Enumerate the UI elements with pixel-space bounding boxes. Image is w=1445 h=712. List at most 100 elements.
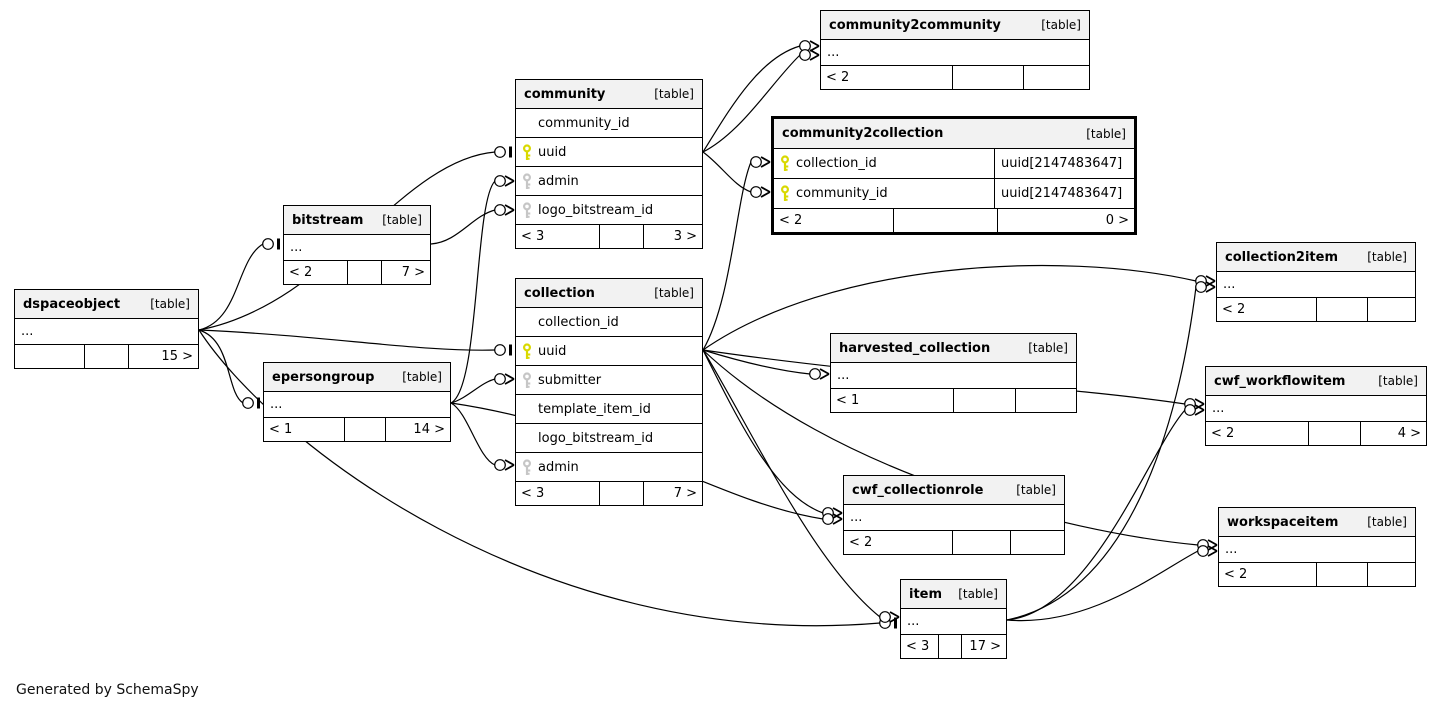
hidden-columns-row: ... [284,235,430,261]
footer-middle-cell [1317,563,1368,586]
table-name: item [909,586,943,602]
child-count-cell: 17 > [969,639,1001,654]
table-node-community2collection[interactable]: community2collection[table] collection_i… [771,116,1137,235]
table-node-community2community[interactable]: community2community[table]...< 2 [820,10,1090,90]
primary-key-icon [774,185,796,202]
footer-middle-cell [345,418,386,441]
footer-middle-cell [894,209,998,232]
hidden-columns-row: ... [901,609,1006,635]
table-type-badge: [table] [1367,250,1407,264]
footer-middle-cell [600,482,644,505]
one-end-bar-icon [277,238,280,250]
column-name: community_id [796,186,888,201]
table-footer: < 2 [1217,298,1415,321]
hidden-columns-ellipsis: ... [1225,542,1238,557]
primary-key-icon [516,342,538,360]
relationship-line [198,243,264,331]
relationship-line [702,151,752,193]
one-end-bar-icon [509,146,512,158]
table-header[interactable]: community2community [table] [821,11,1089,40]
relationship-item-to-workspaceitem [1006,545,1218,622]
table-header[interactable]: dspaceobject[table] [15,290,198,319]
table-type-badge: [table] [1041,18,1081,32]
hidden-columns-ellipsis: ... [21,324,34,339]
primary-key-icon [774,155,796,172]
column-row-admin: admin [516,167,702,196]
column-name: collection_id [538,314,619,330]
column-row-collection_id: collection_id [516,308,702,337]
footer-middle-cell [1309,422,1361,445]
table-node-cwf_collectionrole[interactable]: cwf_collectionrole[table]...< 2 [843,475,1065,555]
relationship-line [198,329,881,627]
footer-middle-cell [953,66,1024,89]
table-header[interactable]: item[table] [901,580,1006,609]
table-name: community2community [829,17,1001,33]
table-header[interactable]: community2collection[table] [774,119,1134,149]
table-header[interactable]: cwf_collectionrole[table] [844,476,1064,505]
relationship-collection.uuid-to-item [702,349,900,623]
relationship-line [198,329,496,351]
endpoint-circle-icon [494,175,506,187]
column-type: uuid[2147483647] [994,149,1134,178]
hidden-columns-ellipsis: ... [907,614,920,629]
parent-count-cell: < 2 [821,66,953,89]
relationship-epersongroup-to-collection.submitter [450,373,515,404]
table-node-item[interactable]: item[table]... < 3 17 > [900,579,1007,659]
crowfoot-arrow-icon [504,373,515,385]
child-count-cell: 7 > [673,486,697,501]
table-header[interactable]: cwf_workflowitem[table] [1206,367,1426,396]
parent-count-cell: < 2 [1217,298,1317,321]
column-name: admin [538,459,579,475]
table-node-collection2item[interactable]: collection2item[table]...< 2 [1216,242,1416,322]
hidden-columns-row: ... [831,363,1076,389]
table-header[interactable]: workspaceitem[table] [1219,508,1415,537]
column-name: logo_bitstream_id [538,202,654,218]
table-node-collection[interactable]: collection[table]collection_id uuid subm… [515,278,703,506]
column-row-template_item_id: template_item_id [516,395,702,424]
table-footer: 15 > [15,345,198,368]
table-name: epersongroup [272,369,375,385]
relationship-line [450,402,496,466]
table-type-badge: [table] [1367,515,1407,529]
table-header[interactable]: collection[table] [516,279,702,308]
table-node-workspaceitem[interactable]: workspaceitem[table]...< 2 [1218,507,1416,587]
parent-count-cell: < 2 [284,261,348,284]
table-header[interactable]: harvested_collection[table] [831,334,1076,363]
table-node-dspaceobject[interactable]: dspaceobject[table]... 15 > [14,289,199,369]
column-row-logo_bitstream_id: logo_bitstream_id [516,424,702,453]
column-type: uuid[2147483647] [994,179,1134,208]
parent-count-cell: < 2 [774,209,894,232]
table-node-harvested_collection[interactable]: harvested_collection[table]... < 1 [830,333,1077,413]
implied-key-icon [516,371,538,389]
table-header[interactable]: bitstream[table] [284,206,430,235]
table-header[interactable]: collection2item[table] [1217,243,1415,272]
endpoint-circle-icon [750,186,762,198]
endpoint-circle-icon [242,397,254,409]
parent-count-cell: < 3 [901,635,939,658]
generator-note: Generated by SchemaSpy [16,682,199,698]
crowfoot-arrow-icon [1205,281,1216,293]
table-name: dspaceobject [23,296,121,312]
parent-count-cell: < 1 [831,389,954,412]
hidden-columns-ellipsis: ... [837,368,850,383]
relationship-item-to-cwf_workflowitem [1006,404,1205,621]
table-header[interactable]: epersongroup[table] [264,363,450,392]
hidden-columns-ellipsis: ... [1212,401,1225,416]
table-node-community[interactable]: community[table]community_id uuid admin … [515,79,703,249]
endpoint-circle-icon [1184,404,1196,416]
relationship-epersongroup-to-community.admin [450,175,515,404]
table-type-badge: [table] [654,286,694,300]
one-end-bar-icon [257,397,260,409]
hidden-columns-ellipsis: ... [850,510,863,525]
column-name: logo_bitstream_id [538,430,654,446]
table-header[interactable]: community[table] [516,80,702,109]
hidden-columns-row: ... [264,392,450,418]
column-name: admin [538,173,579,189]
